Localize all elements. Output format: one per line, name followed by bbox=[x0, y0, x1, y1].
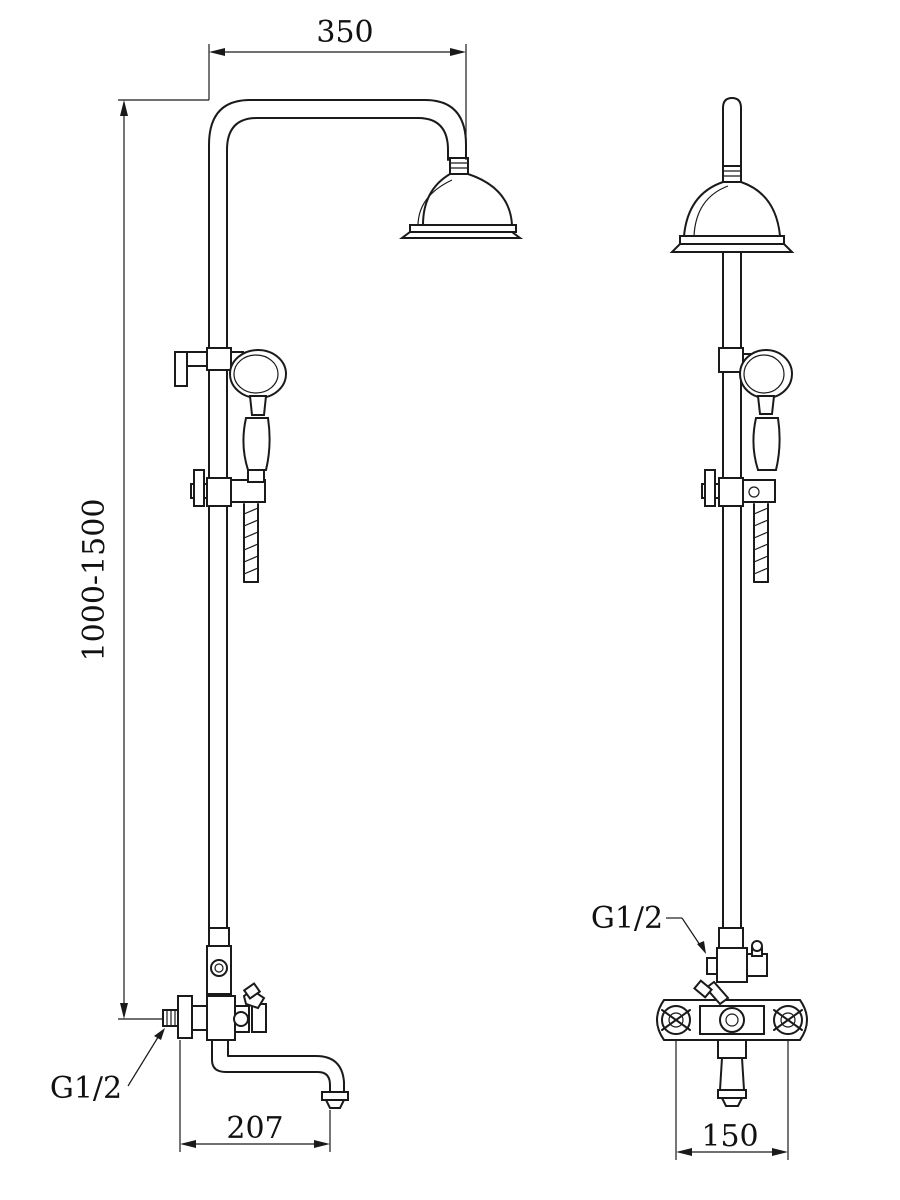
shower-arm-outer bbox=[208, 99, 467, 936]
bath-spout bbox=[211, 1039, 345, 1097]
front-shower-head bbox=[682, 181, 782, 237]
label-thread-left: G1/2 bbox=[50, 1071, 122, 1106]
leader-left bbox=[127, 1028, 165, 1087]
front-view bbox=[656, 97, 808, 1107]
front-diverter-block bbox=[716, 947, 748, 983]
front-arm-stub bbox=[722, 97, 742, 169]
front-spout bbox=[718, 1057, 746, 1091]
mixer-valve-flange bbox=[177, 995, 193, 1039]
riser-connector bbox=[208, 927, 230, 947]
dimension-top-width bbox=[208, 44, 467, 160]
dimension-bottom-right bbox=[675, 1040, 789, 1160]
lower-bracket-block bbox=[206, 477, 232, 507]
label-height-range: 1000-1500 bbox=[77, 499, 112, 662]
front-hose bbox=[753, 503, 769, 583]
head-connector-nut bbox=[449, 157, 469, 175]
dimension-bottom-left bbox=[179, 1040, 331, 1152]
front-center-handle bbox=[719, 1007, 745, 1033]
side-view bbox=[162, 99, 523, 1109]
label-thread-right: G1/2 bbox=[591, 901, 663, 936]
hand-shower-handle bbox=[242, 417, 271, 471]
dimension-height bbox=[118, 99, 209, 1020]
label-top-width: 350 bbox=[316, 15, 373, 50]
front-diverter-lever bbox=[704, 980, 730, 1006]
upper-bracket-block bbox=[206, 347, 232, 371]
shower-arm-inner bbox=[226, 117, 449, 936]
label-bottom-left-width: 207 bbox=[226, 1111, 283, 1146]
shower-head bbox=[421, 173, 514, 226]
leader-right bbox=[666, 917, 706, 954]
upper-bracket-knob bbox=[174, 351, 188, 387]
hose bbox=[243, 503, 259, 583]
mixer-body bbox=[206, 995, 236, 1041]
label-bottom-right-width: 150 bbox=[701, 1119, 758, 1154]
front-hand-shower-handle bbox=[752, 417, 781, 471]
